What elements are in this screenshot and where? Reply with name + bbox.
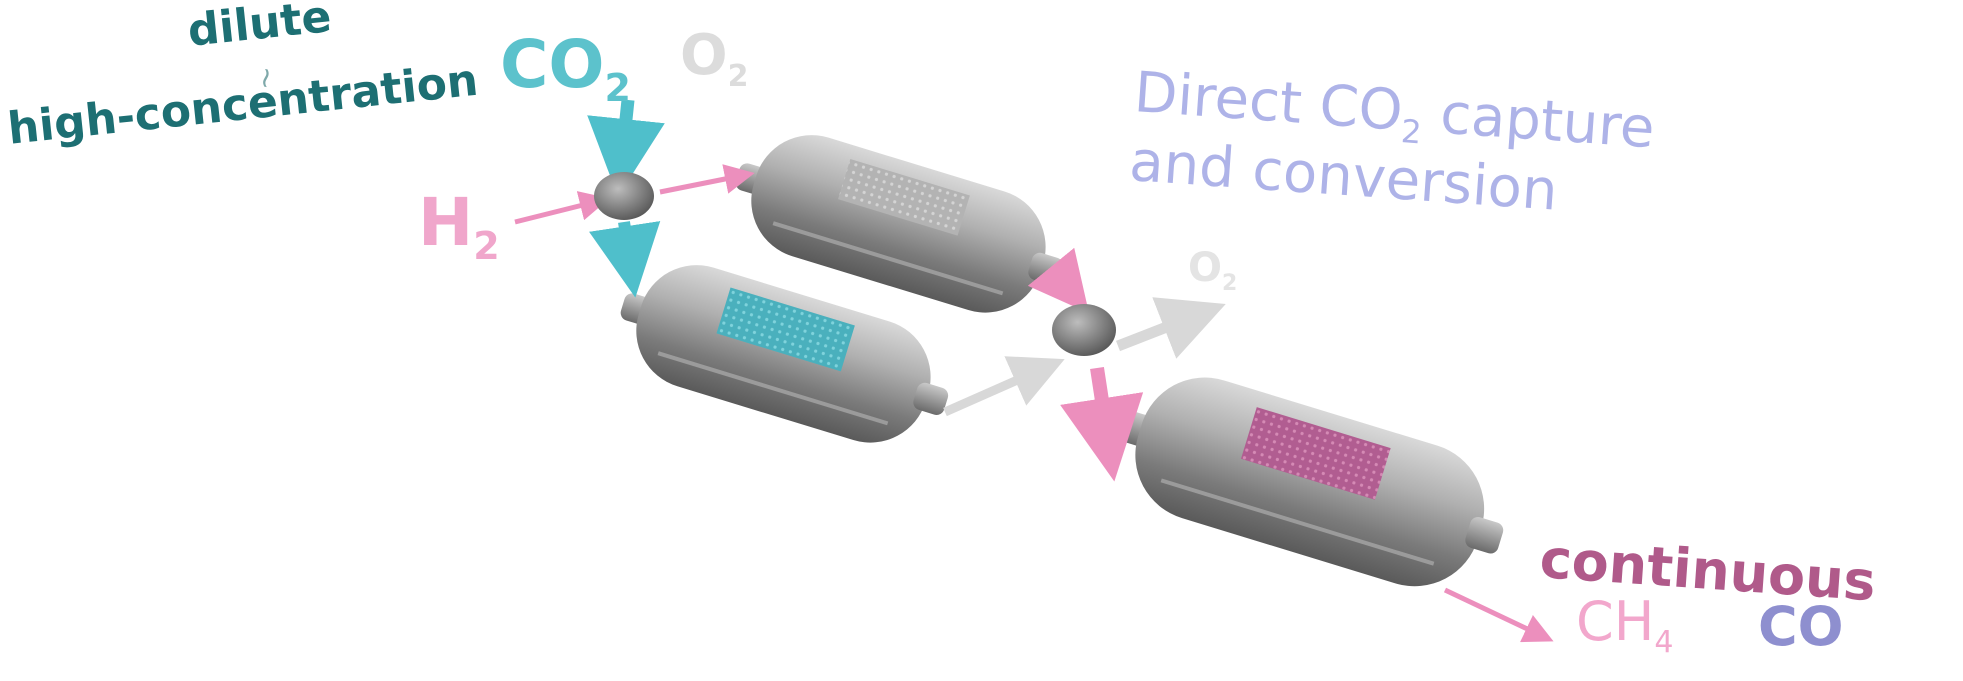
o2-top-label: O2	[680, 23, 749, 95]
h2-inlet-label: H2	[418, 184, 500, 269]
valve-right	[1052, 304, 1116, 356]
co2-inlet-label: CO2	[500, 26, 631, 111]
h2-inlet-arrow	[514, 191, 610, 225]
gas-from-middle-reactor-arrow	[943, 356, 1065, 417]
co2-inlet-arrow	[587, 99, 665, 197]
product-outlet-arrow	[1443, 587, 1554, 643]
feed-to-bottom-reactor-arrow	[1060, 366, 1144, 482]
reactor-bottom	[1120, 377, 1504, 587]
co2-to-middle-reactor-arrow	[589, 221, 661, 298]
o2-outlet-label: O2	[1188, 245, 1238, 296]
top-reactor-outlet-arrow	[1027, 247, 1089, 314]
h2-to-top-reactor-arrow	[659, 164, 755, 195]
ch4-product-label: CH4	[1576, 590, 1674, 660]
valve-left	[594, 172, 654, 220]
reactor-middle	[620, 265, 949, 443]
co-product-label: CO	[1758, 595, 1844, 658]
o2-outlet-arrow	[1116, 297, 1226, 359]
